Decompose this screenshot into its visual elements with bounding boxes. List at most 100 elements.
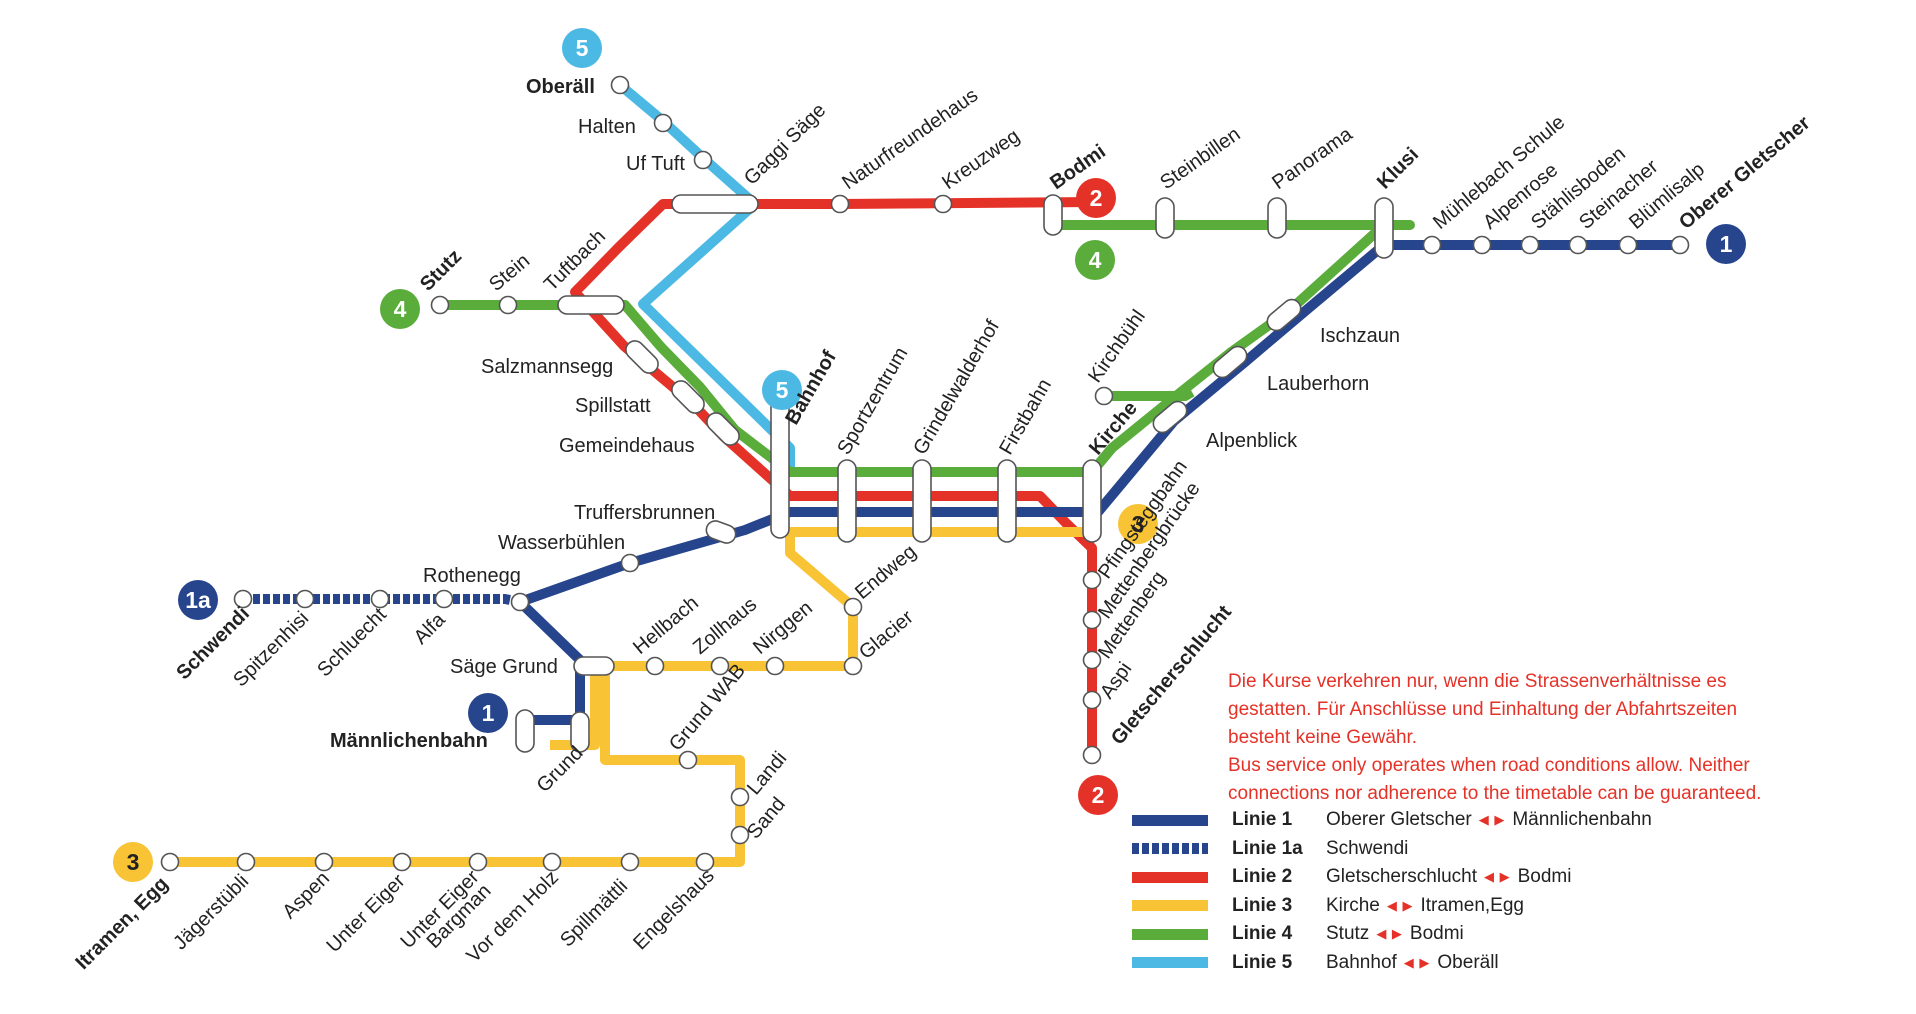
label-salzmannsegg: Salzmannsegg	[481, 356, 613, 378]
station-engelshaus[interactable]	[695, 852, 715, 872]
station-uf-tuft[interactable]	[693, 150, 713, 170]
label-engelshaus: Engelshaus	[629, 865, 718, 954]
station-kreuzweg[interactable]	[933, 194, 953, 214]
station-muhlebach-schule[interactable]	[1422, 235, 1442, 255]
label-lauberhorn: Lauberhorn	[1267, 373, 1369, 395]
station-oberer-gletscher[interactable]	[1670, 235, 1690, 255]
station-stahlisboden[interactable]	[1520, 235, 1540, 255]
station-kirche[interactable]	[1082, 459, 1102, 543]
badge-linie-4-bodmi: 4	[1075, 240, 1115, 280]
label-kirchbuhl: Kirchbühl	[1084, 306, 1150, 387]
station-mettenbergbrucke[interactable]	[1082, 610, 1102, 630]
legend-to: Männlichenbahn	[1512, 809, 1652, 831]
label-hellbach: Hellbach	[629, 592, 703, 659]
label-kreuzweg: Kreuzweg	[938, 125, 1023, 194]
legend: Linie 1 Oberer Gletscher ◀ ▶ Männlichenb…	[1132, 806, 1652, 977]
legend-swatch	[1132, 957, 1208, 969]
station-sportzentrum[interactable]	[837, 459, 857, 543]
station-unter-eiger[interactable]	[392, 852, 412, 872]
label-rothenegg: Rothenegg	[423, 565, 521, 587]
station-stutz[interactable]	[430, 295, 450, 315]
route-linie-3	[170, 527, 1092, 867]
station-firstbahn[interactable]	[997, 459, 1017, 543]
station-grund-wab[interactable]	[678, 750, 698, 770]
label-oberall: Oberäll	[526, 76, 595, 98]
legend-line-name: Linie 5	[1232, 951, 1293, 973]
label-unter-eiger: Unter Eiger	[322, 870, 409, 957]
legend-row-linie-1: Linie 1 Oberer Gletscher ◀ ▶ Männlichenb…	[1132, 806, 1652, 835]
stations	[160, 75, 1690, 872]
station-landi[interactable]	[730, 787, 750, 807]
station-aspi[interactable]	[1082, 690, 1102, 710]
legend-swatch	[1132, 900, 1208, 912]
station-stein[interactable]	[498, 295, 518, 315]
route-linie-1a	[243, 594, 521, 607]
label-sand: Sand	[743, 793, 790, 843]
station-sand[interactable]	[730, 825, 750, 845]
station-mettenberg[interactable]	[1082, 650, 1102, 670]
label-zollhaus: Zollhaus	[689, 593, 761, 658]
svg-text:4: 4	[394, 296, 407, 322]
station-steinbillen[interactable]	[1155, 197, 1175, 239]
station-oberall[interactable]	[610, 75, 630, 95]
label-uf-tuft: Uf Tuft	[626, 153, 685, 175]
station-aspen[interactable]	[314, 852, 334, 872]
station-gletscherschlucht[interactable]	[1082, 745, 1102, 765]
station-salzmannsegg[interactable]	[622, 337, 662, 377]
station-vor-dem-holz[interactable]	[542, 852, 562, 872]
station-steinacher[interactable]	[1568, 235, 1588, 255]
station-alpenrose[interactable]	[1472, 235, 1492, 255]
route-linie-4-kirchbuhl	[1104, 387, 1195, 401]
station-itramen-egg[interactable]	[160, 852, 180, 872]
station-tuftbach[interactable]	[557, 295, 625, 315]
station-schwendi[interactable]	[233, 589, 253, 609]
legend-line-name: Linie 4	[1232, 923, 1293, 945]
station-jagerstubli[interactable]	[236, 852, 256, 872]
legend-line-name: Linie 1	[1232, 809, 1293, 831]
station-bodmi[interactable]	[1043, 194, 1063, 236]
station-truffersbrunnen[interactable]	[704, 518, 738, 545]
station-klusi[interactable]	[1374, 197, 1394, 259]
badge-linie-1-mannlichenbahn: 1	[468, 693, 508, 733]
label-schluecht: Schluecht	[313, 603, 391, 681]
station-rothenegg[interactable]	[510, 592, 530, 612]
legend-to: Itramen,Egg	[1420, 894, 1524, 916]
station-grund[interactable]	[570, 711, 590, 753]
station-unter-eiger-bargman[interactable]	[468, 852, 488, 872]
station-spillstatt[interactable]	[668, 377, 708, 417]
label-endweg: Endweg	[851, 541, 921, 604]
station-sage-grund[interactable]	[573, 656, 615, 676]
badge-linie-1a-schwendi: 1a	[178, 580, 218, 620]
svg-text:5: 5	[576, 35, 589, 61]
station-zollhaus[interactable]	[710, 656, 730, 676]
station-spitzenhisi[interactable]	[295, 589, 315, 609]
label-glacier: Glacier	[855, 606, 918, 664]
station-spillmattli[interactable]	[620, 852, 640, 872]
station-alpenblick[interactable]	[1150, 398, 1191, 436]
station-naturfreundehaus[interactable]	[830, 194, 850, 214]
station-nirggen[interactable]	[765, 656, 785, 676]
station-blumlisalp[interactable]	[1618, 235, 1638, 255]
label-alpenblick: Alpenblick	[1206, 430, 1298, 452]
station-panorama[interactable]	[1267, 197, 1287, 239]
station-alfa[interactable]	[434, 589, 454, 609]
station-kirchbuhl[interactable]	[1094, 386, 1114, 406]
svg-text:3: 3	[127, 849, 140, 875]
label-landi: Landi	[743, 748, 791, 800]
station-mannlichenbahn[interactable]	[515, 709, 535, 753]
station-lauberhorn[interactable]	[1210, 343, 1251, 381]
station-wasserbuhlen[interactable]	[620, 553, 640, 573]
station-gaggi-sage[interactable]	[671, 194, 759, 214]
station-pfingsteggbahn[interactable]	[1082, 570, 1102, 590]
station-grindelwalderhof[interactable]	[912, 459, 932, 543]
line-badges: 5 2 4 1 4 5 3 1a 1 3 2	[113, 28, 1746, 882]
station-gemeindehaus[interactable]	[703, 409, 743, 449]
station-schluecht[interactable]	[370, 589, 390, 609]
legend-to: Oberäll	[1437, 951, 1499, 973]
station-halten[interactable]	[653, 113, 673, 133]
station-endweg[interactable]	[843, 597, 863, 617]
legend-line-name: Linie 3	[1232, 894, 1293, 916]
station-hellbach[interactable]	[645, 656, 665, 676]
station-glacier[interactable]	[843, 656, 863, 676]
station-ischzaun[interactable]	[1264, 296, 1305, 334]
